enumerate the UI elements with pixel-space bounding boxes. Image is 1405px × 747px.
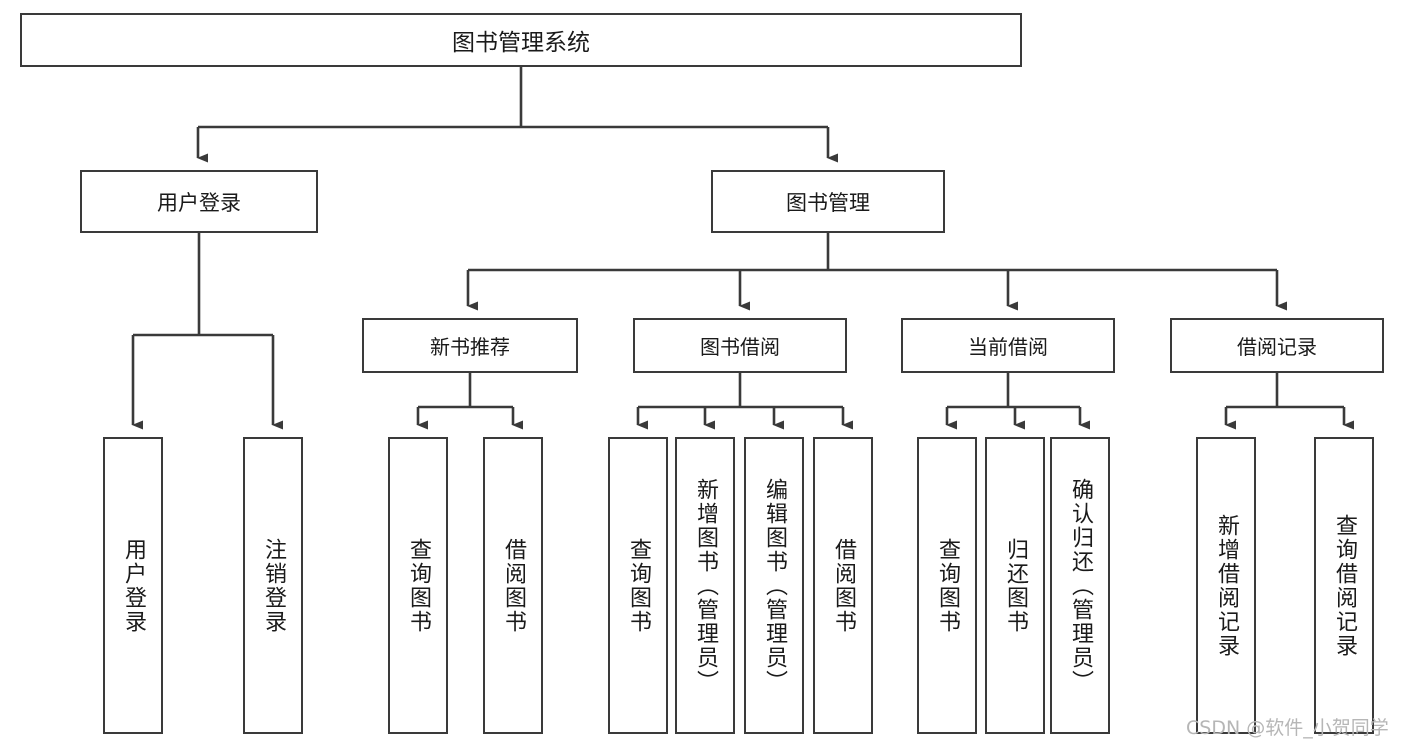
leaf-return-book[interactable]: 归还图书 bbox=[985, 437, 1045, 734]
leaf-query-book-borrow[interactable]: 查询图书 bbox=[608, 437, 668, 734]
leaf-user-login[interactable]: 用户登录 bbox=[103, 437, 163, 734]
node-book-management[interactable]: 图书管理 bbox=[711, 170, 945, 233]
leaf-logout[interactable]: 注销登录 bbox=[243, 437, 303, 734]
watermark-text: CSDN @软件_小贺同学 bbox=[1186, 717, 1389, 739]
node-borrow-record[interactable]: 借阅记录 bbox=[1170, 318, 1384, 373]
leaf-borrow-book[interactable]: 借阅图书 bbox=[813, 437, 873, 734]
leaf-add-book-admin[interactable]: 新增图书（管理员） bbox=[675, 437, 735, 734]
node-root[interactable]: 图书管理系统 bbox=[20, 13, 1022, 67]
leaf-confirm-return-admin[interactable]: 确认归还（管理员） bbox=[1050, 437, 1110, 734]
leaf-query-borrow-record[interactable]: 查询借阅记录 bbox=[1314, 437, 1374, 734]
leaf-query-book-recommend[interactable]: 查询图书 bbox=[388, 437, 448, 734]
leaf-query-book-current[interactable]: 查询图书 bbox=[917, 437, 977, 734]
node-user-login[interactable]: 用户登录 bbox=[80, 170, 318, 233]
leaf-borrow-book-recommend[interactable]: 借阅图书 bbox=[483, 437, 543, 734]
node-current-borrow[interactable]: 当前借阅 bbox=[901, 318, 1115, 373]
node-new-book-recommend[interactable]: 新书推荐 bbox=[362, 318, 578, 373]
leaf-add-borrow-record[interactable]: 新增借阅记录 bbox=[1196, 437, 1256, 734]
node-book-borrow[interactable]: 图书借阅 bbox=[633, 318, 847, 373]
leaf-edit-book-admin[interactable]: 编辑图书（管理员） bbox=[744, 437, 804, 734]
